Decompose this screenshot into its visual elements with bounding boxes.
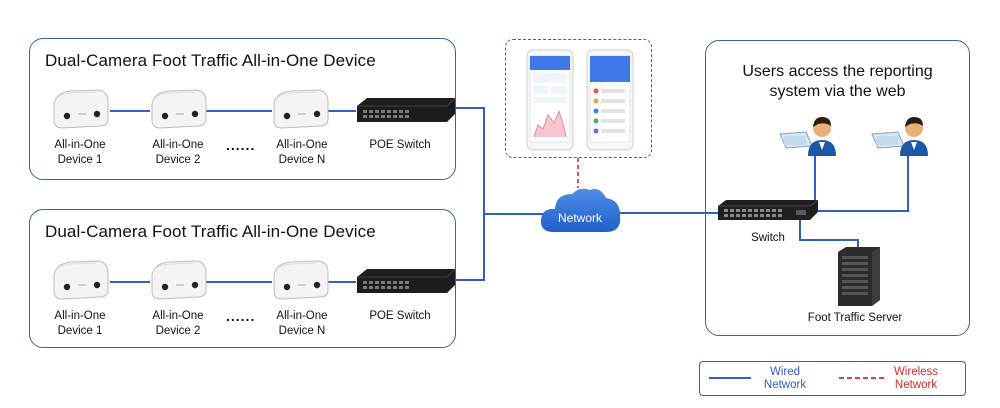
legend: [699, 361, 966, 396]
device-group-1: [29, 38, 456, 180]
device-camera[interactable]: [270, 259, 332, 308]
device-camera[interactable]: [50, 88, 112, 137]
poe-switch-icon: [357, 268, 456, 293]
dual-camera-device-icon: [53, 89, 109, 129]
ellipsis: ......: [226, 308, 256, 324]
device-camera[interactable]: [50, 259, 112, 308]
wire-switch-user2: [815, 153, 909, 212]
poe-switch[interactable]: [355, 267, 459, 300]
dual-camera-device-icon: [151, 260, 207, 300]
device-camera[interactable]: [148, 88, 210, 137]
legend-swatches: [709, 377, 885, 379]
switch-label: Switch: [751, 232, 785, 244]
smartphone-app-icon: [586, 49, 634, 151]
device-camera[interactable]: [270, 88, 332, 137]
wire-switch2-network: [456, 214, 485, 281]
poe-switch-label: POE Switch: [369, 139, 431, 151]
phone-report-app[interactable]: [526, 49, 574, 156]
reporting-panel: [705, 40, 970, 336]
wireless-phones-box: [505, 39, 652, 158]
poe-switch-icon: [357, 97, 456, 122]
smartphone-app-icon: [526, 49, 574, 151]
dual-camera-device-icon: [151, 89, 207, 129]
phone-report-app[interactable]: [586, 49, 634, 156]
device-camera[interactable]: [148, 259, 210, 308]
foot-traffic-server[interactable]: [834, 246, 884, 313]
device-group-2: [29, 209, 456, 348]
poe-switch[interactable]: [355, 96, 459, 129]
user-at-computer-icon: [871, 117, 928, 156]
wire-switch1-network: [456, 107, 545, 215]
ellipsis: ......: [226, 137, 256, 153]
dual-camera-device-icon: [273, 260, 329, 300]
network-label: Network: [557, 211, 602, 225]
reporting-panel-title: Users access the reporting system via th…: [742, 63, 933, 100]
user-at-computer-icon: [779, 117, 836, 156]
group-1-title: Dual-Camera Foot Traffic All-in-One Devi…: [45, 51, 376, 70]
network-switch[interactable]: [716, 198, 820, 227]
server-tower-icon: [838, 247, 880, 306]
web-user[interactable]: [870, 112, 930, 161]
dual-camera-device-icon: [53, 260, 109, 300]
switch-icon: [718, 199, 819, 220]
dual-camera-device-icon: [273, 89, 329, 129]
network-cloud: [538, 184, 624, 241]
group-2-title: Dual-Camera Foot Traffic All-in-One Devi…: [45, 222, 376, 241]
poe-switch-label: POE Switch: [369, 310, 431, 322]
cloud-icon: [540, 188, 621, 232]
wire-switch-server: [799, 217, 859, 250]
web-user[interactable]: [778, 112, 838, 161]
server-label: Foot Traffic Server: [807, 312, 903, 324]
